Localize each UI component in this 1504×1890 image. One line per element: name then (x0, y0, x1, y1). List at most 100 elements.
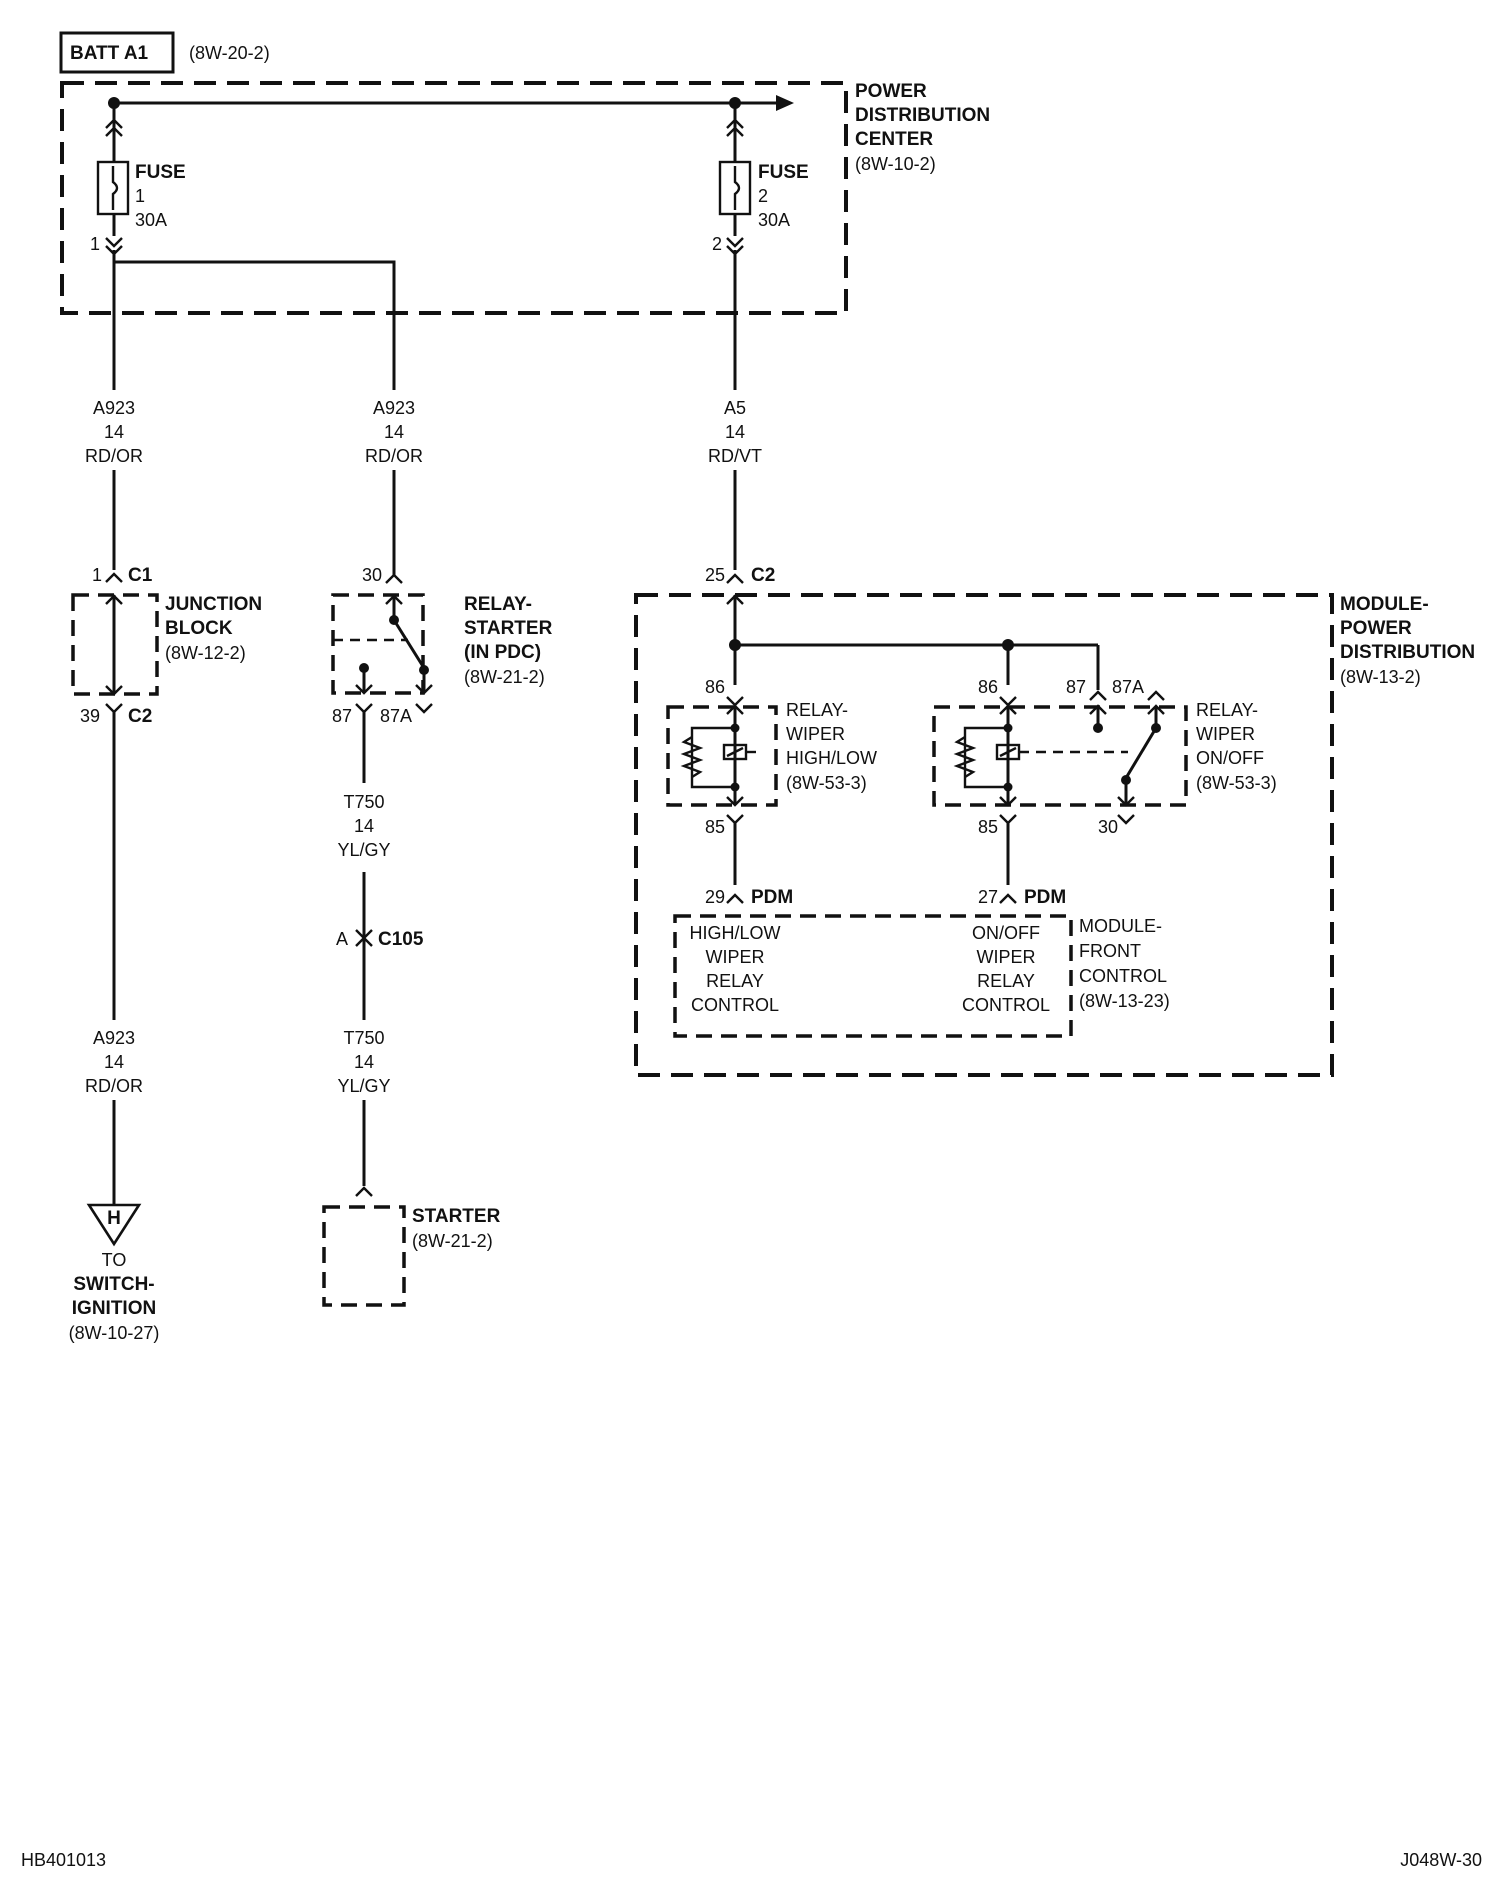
pdc-box (60, 81, 848, 315)
mpd-input-conn: C2 (751, 565, 775, 586)
wire-3-color: RD/VT (708, 446, 762, 466)
wire-6-circuit: T750 (343, 1028, 384, 1048)
wire-5-color: YL/GY (337, 840, 390, 860)
fcm-onoff-connector (999, 893, 1017, 904)
fcm-hilo-pin: 29 (705, 887, 725, 907)
relay-hilo-label-2: WIPER (786, 724, 845, 744)
ignition-label-2: SWITCH- (73, 1274, 154, 1295)
relay-hilo-label-1: RELAY- (786, 700, 848, 720)
junction-label-2: BLOCK (165, 618, 233, 639)
wire-1-color: RD/OR (85, 446, 143, 466)
junction-ref: (8W-12-2) (165, 643, 246, 663)
relay-hilo-pin-86: 86 (705, 677, 725, 697)
relay-hilo-ref: (8W-53-3) (786, 773, 867, 793)
fcm-hilo-conn: PDM (751, 887, 793, 908)
starter-connector (355, 1186, 373, 1197)
fuse-1-number: 1 (135, 186, 145, 206)
relay-onoff-87-connector (1089, 690, 1107, 701)
relay-onoff-87a-connector (1147, 690, 1165, 701)
junction-internal-wire (105, 594, 123, 696)
fcm-onoff-conn: PDM (1024, 887, 1066, 908)
battery-ref: (8W-20-2) (189, 43, 270, 63)
relay-onoff-85-connector (999, 814, 1017, 825)
pdc-title-1: POWER (855, 81, 927, 102)
relay-onoff-pin-30: 30 (1098, 817, 1118, 837)
relay-onoff-label-3: ON/OFF (1196, 748, 1264, 768)
wire-4-color: RD/OR (85, 1076, 143, 1096)
fcm-onoff-text-1: ON/OFF (972, 923, 1040, 943)
fuse-2-number: 2 (758, 186, 768, 206)
starter-relay-87a-connector (415, 703, 433, 714)
pdc-title-3: CENTER (855, 129, 933, 150)
junction-top-pin: 1 (92, 565, 102, 585)
relay-onoff-86-connector (999, 696, 1017, 707)
mpd-label-3: DISTRIBUTION (1340, 642, 1475, 663)
starter-relay-box (331, 593, 425, 695)
fcm-label-1: MODULE- (1079, 916, 1162, 936)
mpd-label-1: MODULE- (1340, 594, 1429, 615)
fuse-1-label: FUSE (135, 162, 186, 183)
pdc-ref: (8W-10-2) (855, 154, 936, 174)
junction-top-conn: C1 (128, 565, 153, 586)
starter-relay-pin-87: 87 (332, 706, 352, 726)
fcm-hilo-text-2: WIPER (705, 947, 764, 967)
wire-6-gauge: 14 (354, 1052, 374, 1072)
fcm-label-2: FRONT (1079, 941, 1141, 961)
relay-hilo-coil (680, 704, 756, 807)
wire-3-gauge: 14 (725, 422, 745, 442)
relay-hilo-86-connector (726, 696, 744, 707)
wire-2-circuit: A923 (373, 398, 415, 418)
relay-onoff-box (932, 705, 1188, 807)
wire-6-color: YL/GY (337, 1076, 390, 1096)
fuse-2-label: FUSE (758, 162, 809, 183)
wire-1-circuit: A923 (93, 398, 135, 418)
starter-ref: (8W-21-2) (412, 1231, 493, 1251)
relay-onoff-label-1: RELAY- (1196, 700, 1258, 720)
fcm-onoff-text-2: WIPER (976, 947, 1035, 967)
junction-top-connector (105, 572, 123, 583)
fcm-label-3: CONTROL (1079, 966, 1167, 986)
fcm-box (673, 914, 1073, 1038)
wire-4-circuit: A923 (93, 1028, 135, 1048)
fcm-onoff-text-3: RELAY (977, 971, 1035, 991)
starter-relay-87-connector (355, 703, 373, 714)
starter-relay-input-connector (385, 573, 403, 584)
mpd-ref: (8W-13-2) (1340, 667, 1421, 687)
c105-connector (355, 929, 373, 947)
fuse-2-pin: 2 (712, 234, 722, 254)
fcm-hilo-text-3: RELAY (706, 971, 764, 991)
fuse-1-rating: 30A (135, 210, 167, 230)
relay-onoff-pin-87a: 87A (1112, 677, 1144, 697)
relay-hilo-pin-85: 85 (705, 817, 725, 837)
c105-pin: A (336, 929, 348, 949)
fuse-2-symbol (718, 103, 752, 256)
relay-onoff-label-2: WIPER (1196, 724, 1255, 744)
starter-relay-switch (333, 594, 433, 695)
relay-onoff-pin-86: 86 (978, 677, 998, 697)
wire-3-circuit: A5 (724, 398, 746, 418)
fuse-1-symbol (96, 103, 130, 262)
wire-5-circuit: T750 (343, 792, 384, 812)
c105-name: C105 (378, 929, 424, 950)
starter-relay-label-3: (IN PDC) (464, 642, 541, 663)
mpd-input-connector (726, 573, 744, 584)
wire-1-gauge: 14 (104, 422, 124, 442)
mpd-box (634, 593, 1334, 1077)
fcm-ref: (8W-13-23) (1079, 991, 1170, 1011)
relay-hilo-85-connector (726, 814, 744, 825)
junction-bottom-pin: 39 (80, 706, 100, 726)
junction-bottom-connector (105, 703, 123, 714)
relay-onoff-coil-switch (953, 704, 1165, 807)
ignition-symbol-letter: H (107, 1208, 121, 1229)
battery-label: BATT A1 (70, 43, 149, 64)
ignition-label-3: IGNITION (72, 1298, 156, 1319)
wire-a923-branch (114, 260, 396, 575)
relay-onoff-pin-85: 85 (978, 817, 998, 837)
footer-left-code: HB401013 (21, 1850, 106, 1870)
mpd-input-pin: 25 (705, 565, 725, 585)
starter-relay-pin-87a: 87A (380, 706, 412, 726)
wire-2-gauge: 14 (384, 422, 404, 442)
mpd-internal-bus (726, 594, 1100, 690)
junction-label-1: JUNCTION (165, 594, 262, 615)
